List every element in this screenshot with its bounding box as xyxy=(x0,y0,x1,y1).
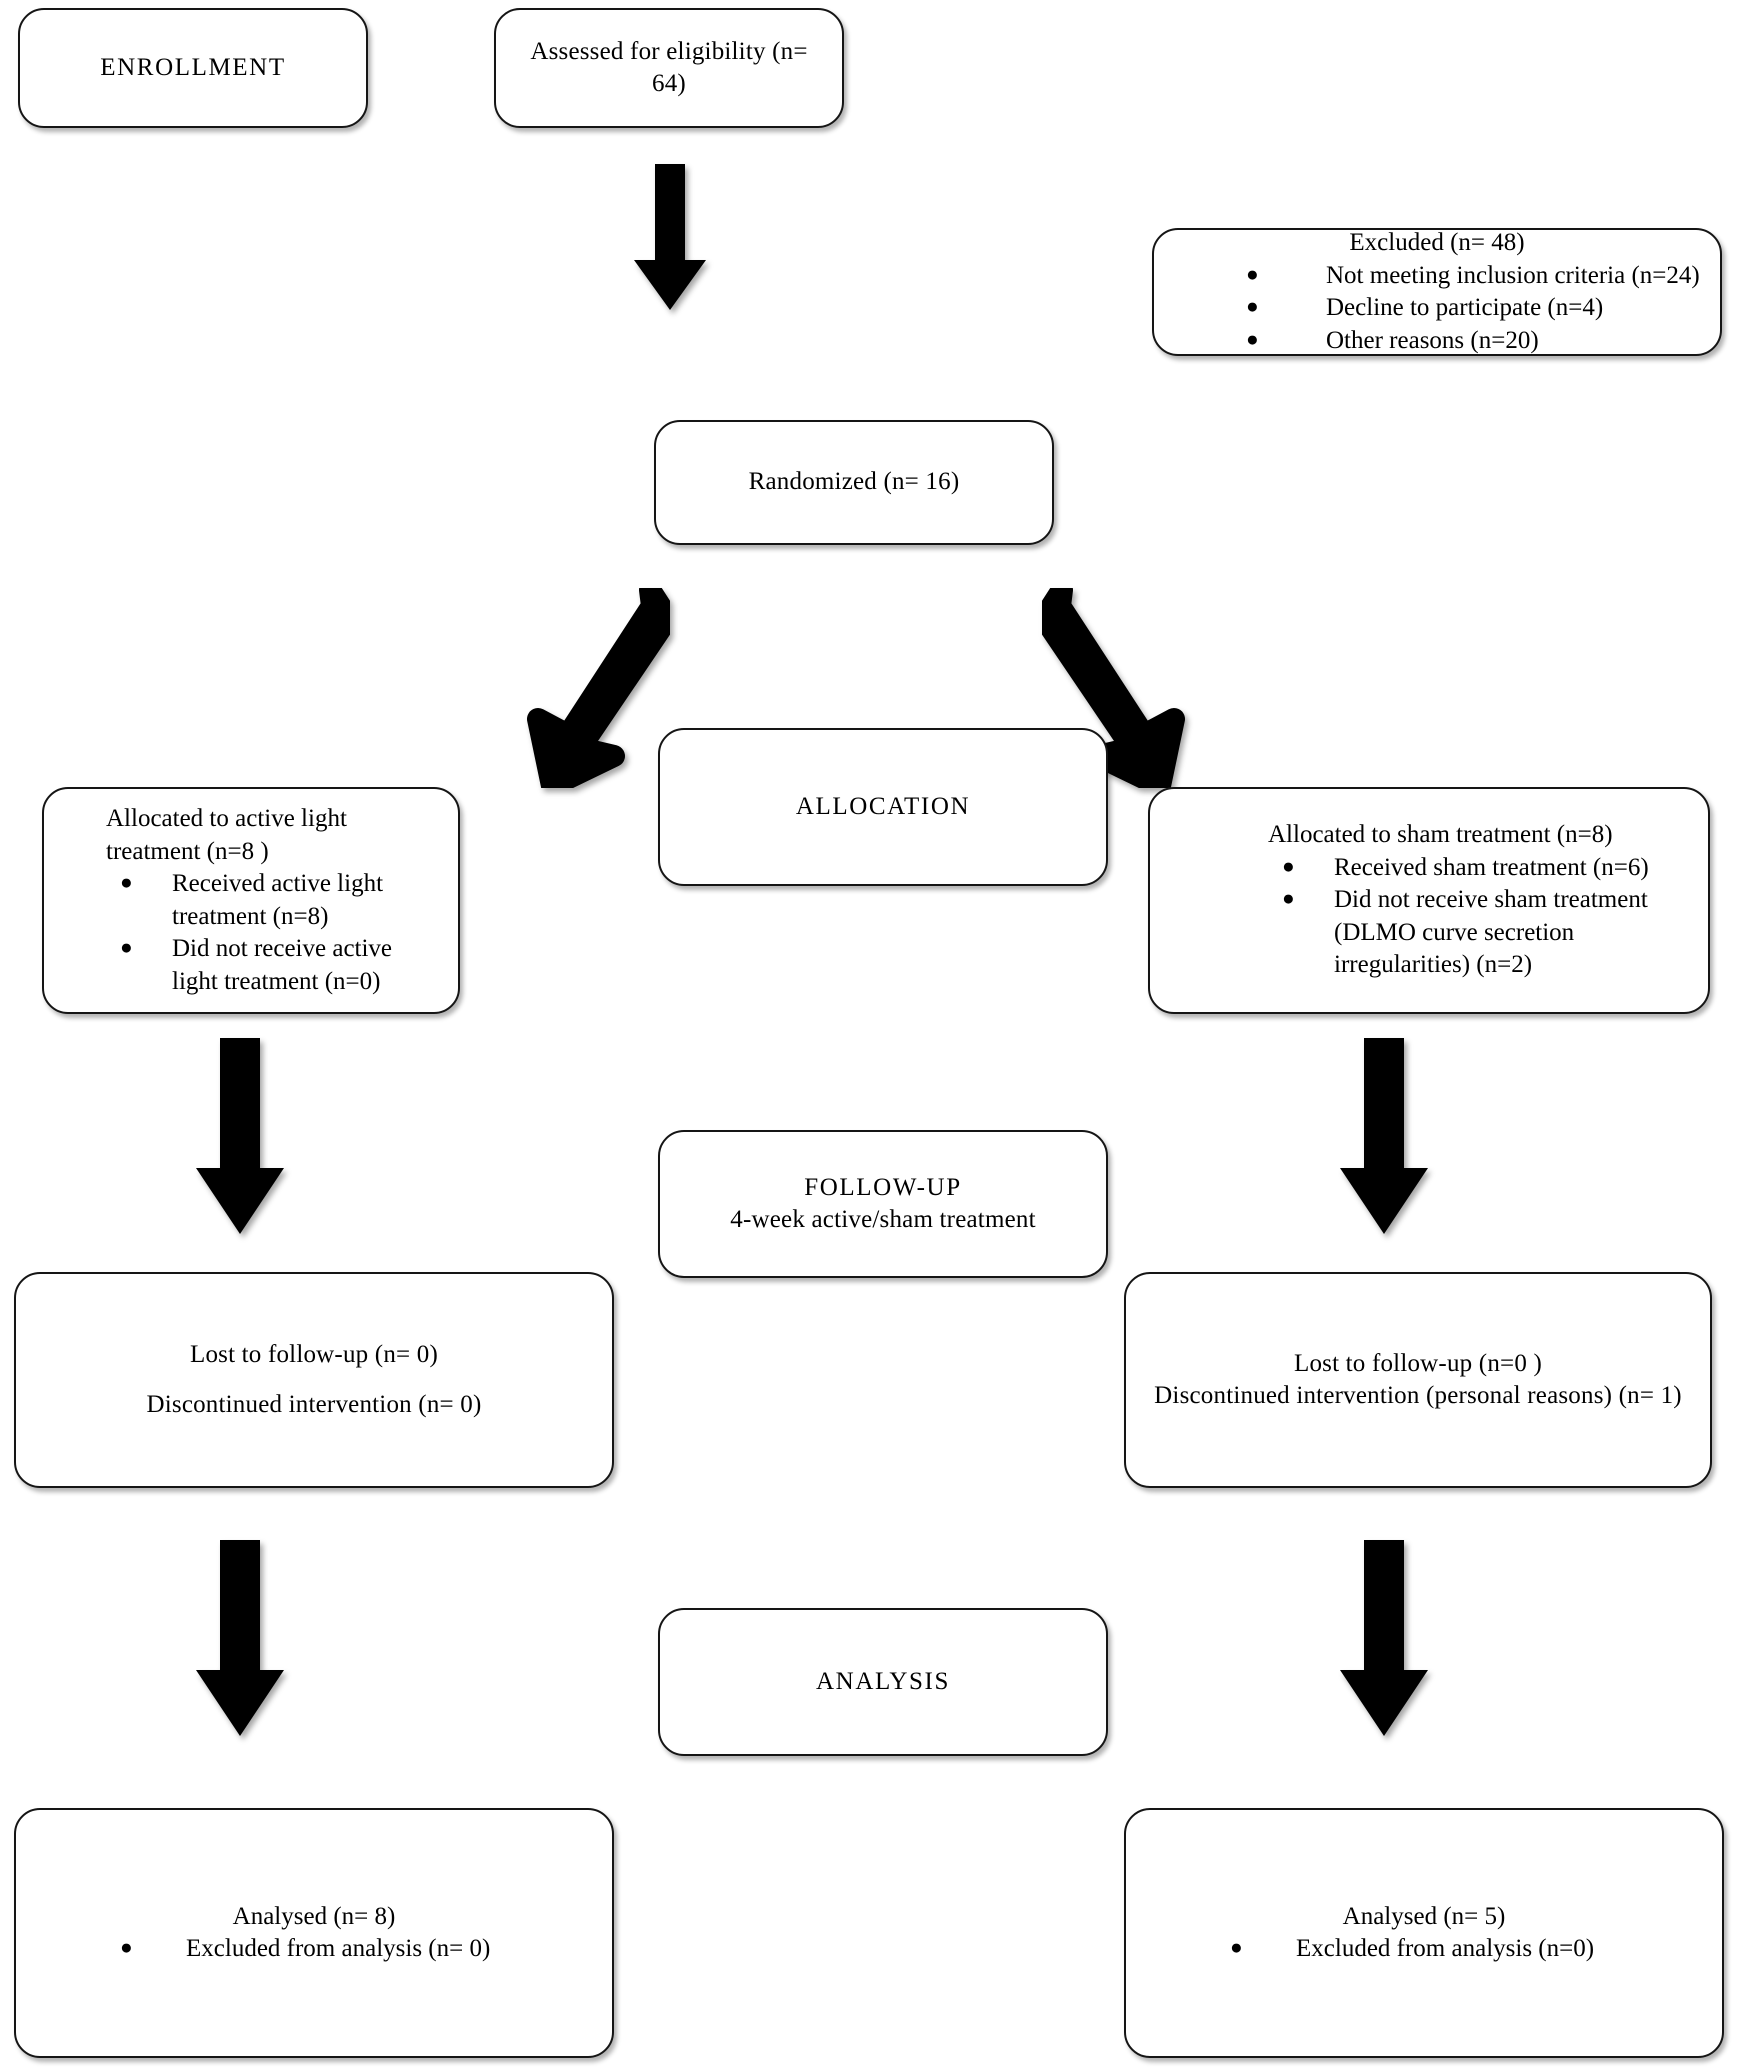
bullet-icon: ● xyxy=(1246,326,1259,351)
list-item: ● Decline to participate (n=4) xyxy=(1246,292,1706,325)
list-item: ● Not meeting inclusion criteria (n=24) xyxy=(1246,260,1706,293)
bullet-icon: ● xyxy=(1282,886,1295,911)
analysis-stage-box: ANALYSIS xyxy=(658,1608,1108,1756)
list-item-text: Received active light treatment (n=8) xyxy=(172,870,384,930)
allocated-active-box: Allocated to active light treatment (n=8… xyxy=(42,787,460,1014)
randomized-text: Randomized (n= 16) xyxy=(748,468,960,496)
arrow-randomized-to-active-icon xyxy=(500,588,670,788)
allocation-stage-box: ALLOCATION xyxy=(658,728,1108,886)
bullet-icon: ● xyxy=(120,935,133,959)
followup-sham-box: Lost to follow-up (n=0 ) Discontinued in… xyxy=(1124,1272,1712,1488)
analysed-active-heading: Analysed (n= 8) xyxy=(232,1902,396,1930)
list-item: ● Excluded from analysis (n=0) xyxy=(1230,1933,1708,1966)
followup-stage-label-line2: 4-week active/sham treatment xyxy=(730,1206,1036,1233)
followup-active-spacer xyxy=(32,1371,596,1389)
arrow-active-allocation-to-followup-icon xyxy=(196,1038,284,1234)
list-item: ● Did not receive sham treatment (DLMO c… xyxy=(1282,884,1694,982)
allocated-active-bullet-list: ● Received active light treatment (n=8) … xyxy=(120,868,444,998)
analysed-sham-heading: Analysed (n= 5) xyxy=(1342,1902,1506,1930)
analysis-stage-label: ANALYSIS xyxy=(816,1667,950,1695)
followup-active-box: Lost to follow-up (n= 0) Discontinued in… xyxy=(14,1272,614,1488)
list-item-text: Other reasons (n=20) xyxy=(1326,326,1539,354)
analysed-active-bullet-list: ● Excluded from analysis (n= 0) xyxy=(120,1933,598,1966)
analysed-sham-box: Analysed (n= 5) ● Excluded from analysis… xyxy=(1124,1808,1724,2058)
bullet-icon: ● xyxy=(1246,294,1259,318)
list-item-text: Received sham treatment (n=6) xyxy=(1334,853,1649,881)
randomized-box: Randomized (n= 16) xyxy=(654,420,1054,545)
assessed-for-eligibility-box: Assessed for eligibility (n= 64) xyxy=(494,8,844,128)
list-item-text: Not meeting inclusion criteria (n=24) xyxy=(1326,261,1700,289)
list-item-text: Excluded from analysis (n= 0) xyxy=(186,1935,491,1962)
arrow-randomized-to-sham-icon xyxy=(1042,588,1212,788)
list-item-text: Did not receive sham treatment (DLMO cur… xyxy=(1334,886,1648,979)
allocated-sham-heading: Allocated to sham treatment (n=8) xyxy=(1268,821,1613,849)
followup-stage-box: FOLLOW-UP 4-week active/sham treatment xyxy=(658,1130,1108,1278)
bullet-icon: ● xyxy=(120,870,133,894)
analysed-active-box: Analysed (n= 8) ● Excluded from analysis… xyxy=(14,1808,614,2058)
enrollment-stage-label: ENROLLMENT xyxy=(100,53,286,81)
followup-sham-line1: Lost to follow-up (n=0 ) xyxy=(1293,1349,1543,1377)
list-item: ● Did not receive active light treatment… xyxy=(120,933,444,998)
allocated-active-heading: Allocated to active light treatment (n=8… xyxy=(106,805,347,865)
excluded-bullet-list: ● Not meeting inclusion criteria (n=24) … xyxy=(1246,260,1706,358)
followup-active-line1: Lost to follow-up (n= 0) xyxy=(189,1340,439,1368)
bullet-icon: ● xyxy=(1282,853,1295,878)
arrow-sham-allocation-to-followup-icon xyxy=(1340,1038,1428,1234)
followup-stage-label-line1: FOLLOW-UP xyxy=(804,1173,962,1201)
arrow-sham-followup-to-analysis-icon xyxy=(1340,1540,1428,1736)
list-item-text: Decline to participate (n=4) xyxy=(1326,294,1604,321)
list-item: ● Received sham treatment (n=6) xyxy=(1282,852,1694,885)
bullet-icon: ● xyxy=(120,1935,133,1959)
list-item: ● Received active light treatment (n=8) xyxy=(120,868,444,933)
allocation-stage-label: ALLOCATION xyxy=(795,792,971,820)
followup-sham-line2: Discontinued intervention (personal reas… xyxy=(1154,1382,1682,1409)
excluded-box: Excluded (n= 48) ● Not meeting inclusion… xyxy=(1152,228,1722,356)
list-item-text: Excluded from analysis (n=0) xyxy=(1296,1935,1595,1962)
bullet-icon: ● xyxy=(1246,261,1259,286)
list-item: ● Excluded from analysis (n= 0) xyxy=(120,1933,598,1966)
list-item: ● Other reasons (n=20) xyxy=(1246,325,1706,358)
analysed-sham-bullet-list: ● Excluded from analysis (n=0) xyxy=(1230,1933,1708,1966)
allocated-sham-bullet-list: ● Received sham treatment (n=6) ● Did no… xyxy=(1282,852,1694,982)
arrow-active-followup-to-analysis-icon xyxy=(196,1540,284,1736)
excluded-heading: Excluded (n= 48) xyxy=(1349,229,1525,256)
list-item-text: Did not receive active light treatment (… xyxy=(172,935,393,995)
assessed-for-eligibility-text: Assessed for eligibility (n= 64) xyxy=(530,37,808,98)
bullet-icon: ● xyxy=(1230,1935,1243,1959)
allocated-sham-box: Allocated to sham treatment (n=8) ● Rece… xyxy=(1148,787,1710,1014)
followup-active-line2: Discontinued intervention (n= 0) xyxy=(146,1391,482,1418)
enrollment-stage-box: ENROLLMENT xyxy=(18,8,368,128)
arrow-assessed-to-randomized-icon xyxy=(634,164,706,310)
